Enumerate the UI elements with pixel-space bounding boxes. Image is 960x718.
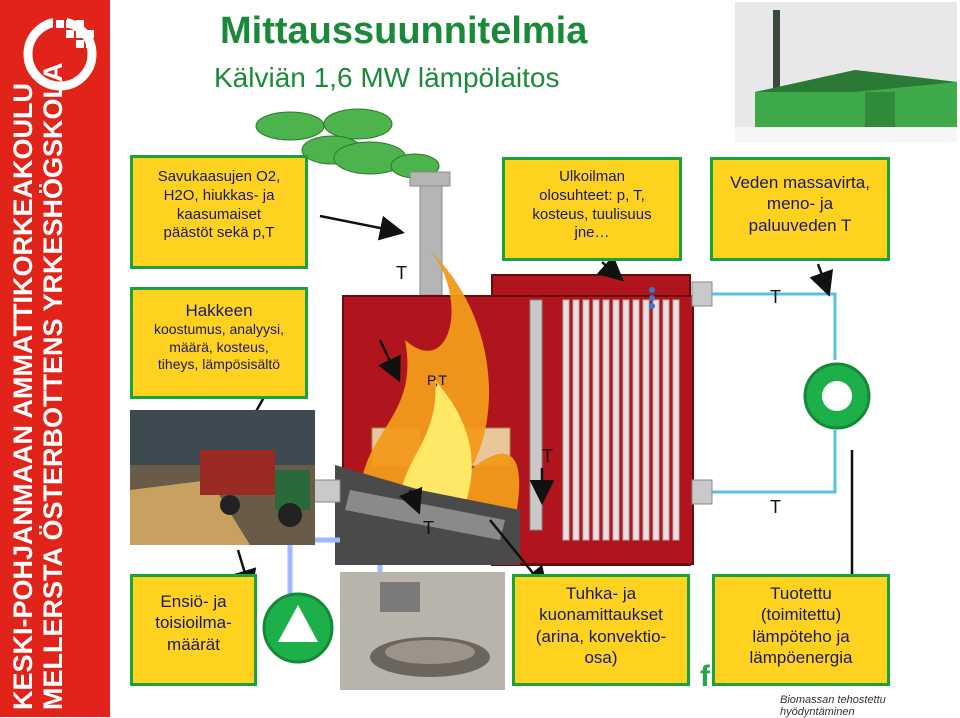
grate-temperature-label: T	[423, 518, 434, 538]
water-circuit	[712, 292, 837, 494]
box-line: lämpöteho ja	[752, 626, 850, 646]
box-line: määrä, kosteus,	[169, 338, 269, 355]
ash-measurement-box: Tuhka- ja kuonamittaukset (arina, konvek…	[512, 574, 690, 686]
output-energy-box: Tuotettu (toimitettu) lämpöteho ja lämpö…	[712, 574, 890, 686]
box-line: toisioilma-	[155, 613, 232, 633]
box-line: kosteus, tuulisuus	[532, 205, 652, 223]
sidebar-band: KESKI-POHJANMAAN AMMATTIKORKEAKOULU MELL…	[0, 0, 110, 717]
chimney-temperature-label: T	[396, 263, 407, 283]
box-line: tiheys, lämpösisältö	[157, 356, 281, 373]
box-line: jne…	[574, 224, 610, 242]
box-line: H2O, hiukkas- ja	[163, 186, 275, 204]
furnace-pressure-temperature-label: P,T	[427, 372, 447, 388]
page-title: Mittaussuunnitelmia	[220, 10, 588, 52]
box-line: Tuhka- ja	[565, 584, 637, 603]
page-subtitle: Kälviän 1,6 MW lämpölaitos	[214, 62, 560, 93]
box-line: Ensiö- ja	[160, 592, 227, 611]
box-line: kuonamittaukset	[539, 605, 663, 625]
flue-gas-box: Savukaasujen O2, H2O, hiukkas- ja kaasum…	[130, 155, 308, 269]
box-line: lämpöenergia	[749, 647, 853, 667]
supply-water-temperature-label: T	[770, 287, 781, 307]
water-flow-box: Veden massavirta, meno- ja paluuveden T	[710, 157, 890, 261]
plant-building-photo	[735, 2, 957, 142]
box-line: Veden massavirta,	[730, 173, 870, 192]
ash-wheelbarrow-photo	[340, 572, 505, 690]
box-line: määrät	[167, 634, 220, 654]
air-amount-box: Ensiö- ja toisioilma- määrät	[130, 574, 257, 686]
box-line: meno- ja	[766, 194, 834, 214]
box-line: osa)	[584, 647, 618, 667]
box-line: Hakkeen	[185, 301, 253, 320]
box-line: (toimitettu)	[760, 605, 842, 625]
box-line: paluuveden T	[748, 215, 852, 235]
box-line: Tuotettu	[770, 584, 832, 603]
box-line: olosuhteet: p, T,	[539, 186, 645, 204]
fuel-box: Hakkeen koostumus, analyysi, määrä, kost…	[130, 287, 308, 399]
box-line: Ulkoilman	[559, 168, 625, 185]
box-line: (arina, konvektio-	[535, 626, 667, 646]
box-line: koostumus, analyysi,	[154, 321, 284, 338]
box-line: päästöt sekä p,T	[163, 224, 275, 242]
box-line: Savukaasujen O2,	[157, 168, 281, 185]
project-tagline: Biomassan tehostettu hyödyntäminen	[780, 694, 886, 718]
fuel-truck-photo	[130, 410, 315, 545]
grate	[309, 465, 520, 565]
school-logo	[23, 16, 97, 91]
outdoor-conditions-box: Ulkoilman olosuhteet: p, T, kosteus, tuu…	[502, 157, 682, 261]
return-water-temperature-label: T	[770, 497, 781, 517]
convection-temperature-label: T	[542, 446, 553, 466]
smoke-clouds	[255, 108, 440, 179]
chimney	[419, 184, 443, 296]
box-line: kaasumaiset	[176, 205, 262, 223]
